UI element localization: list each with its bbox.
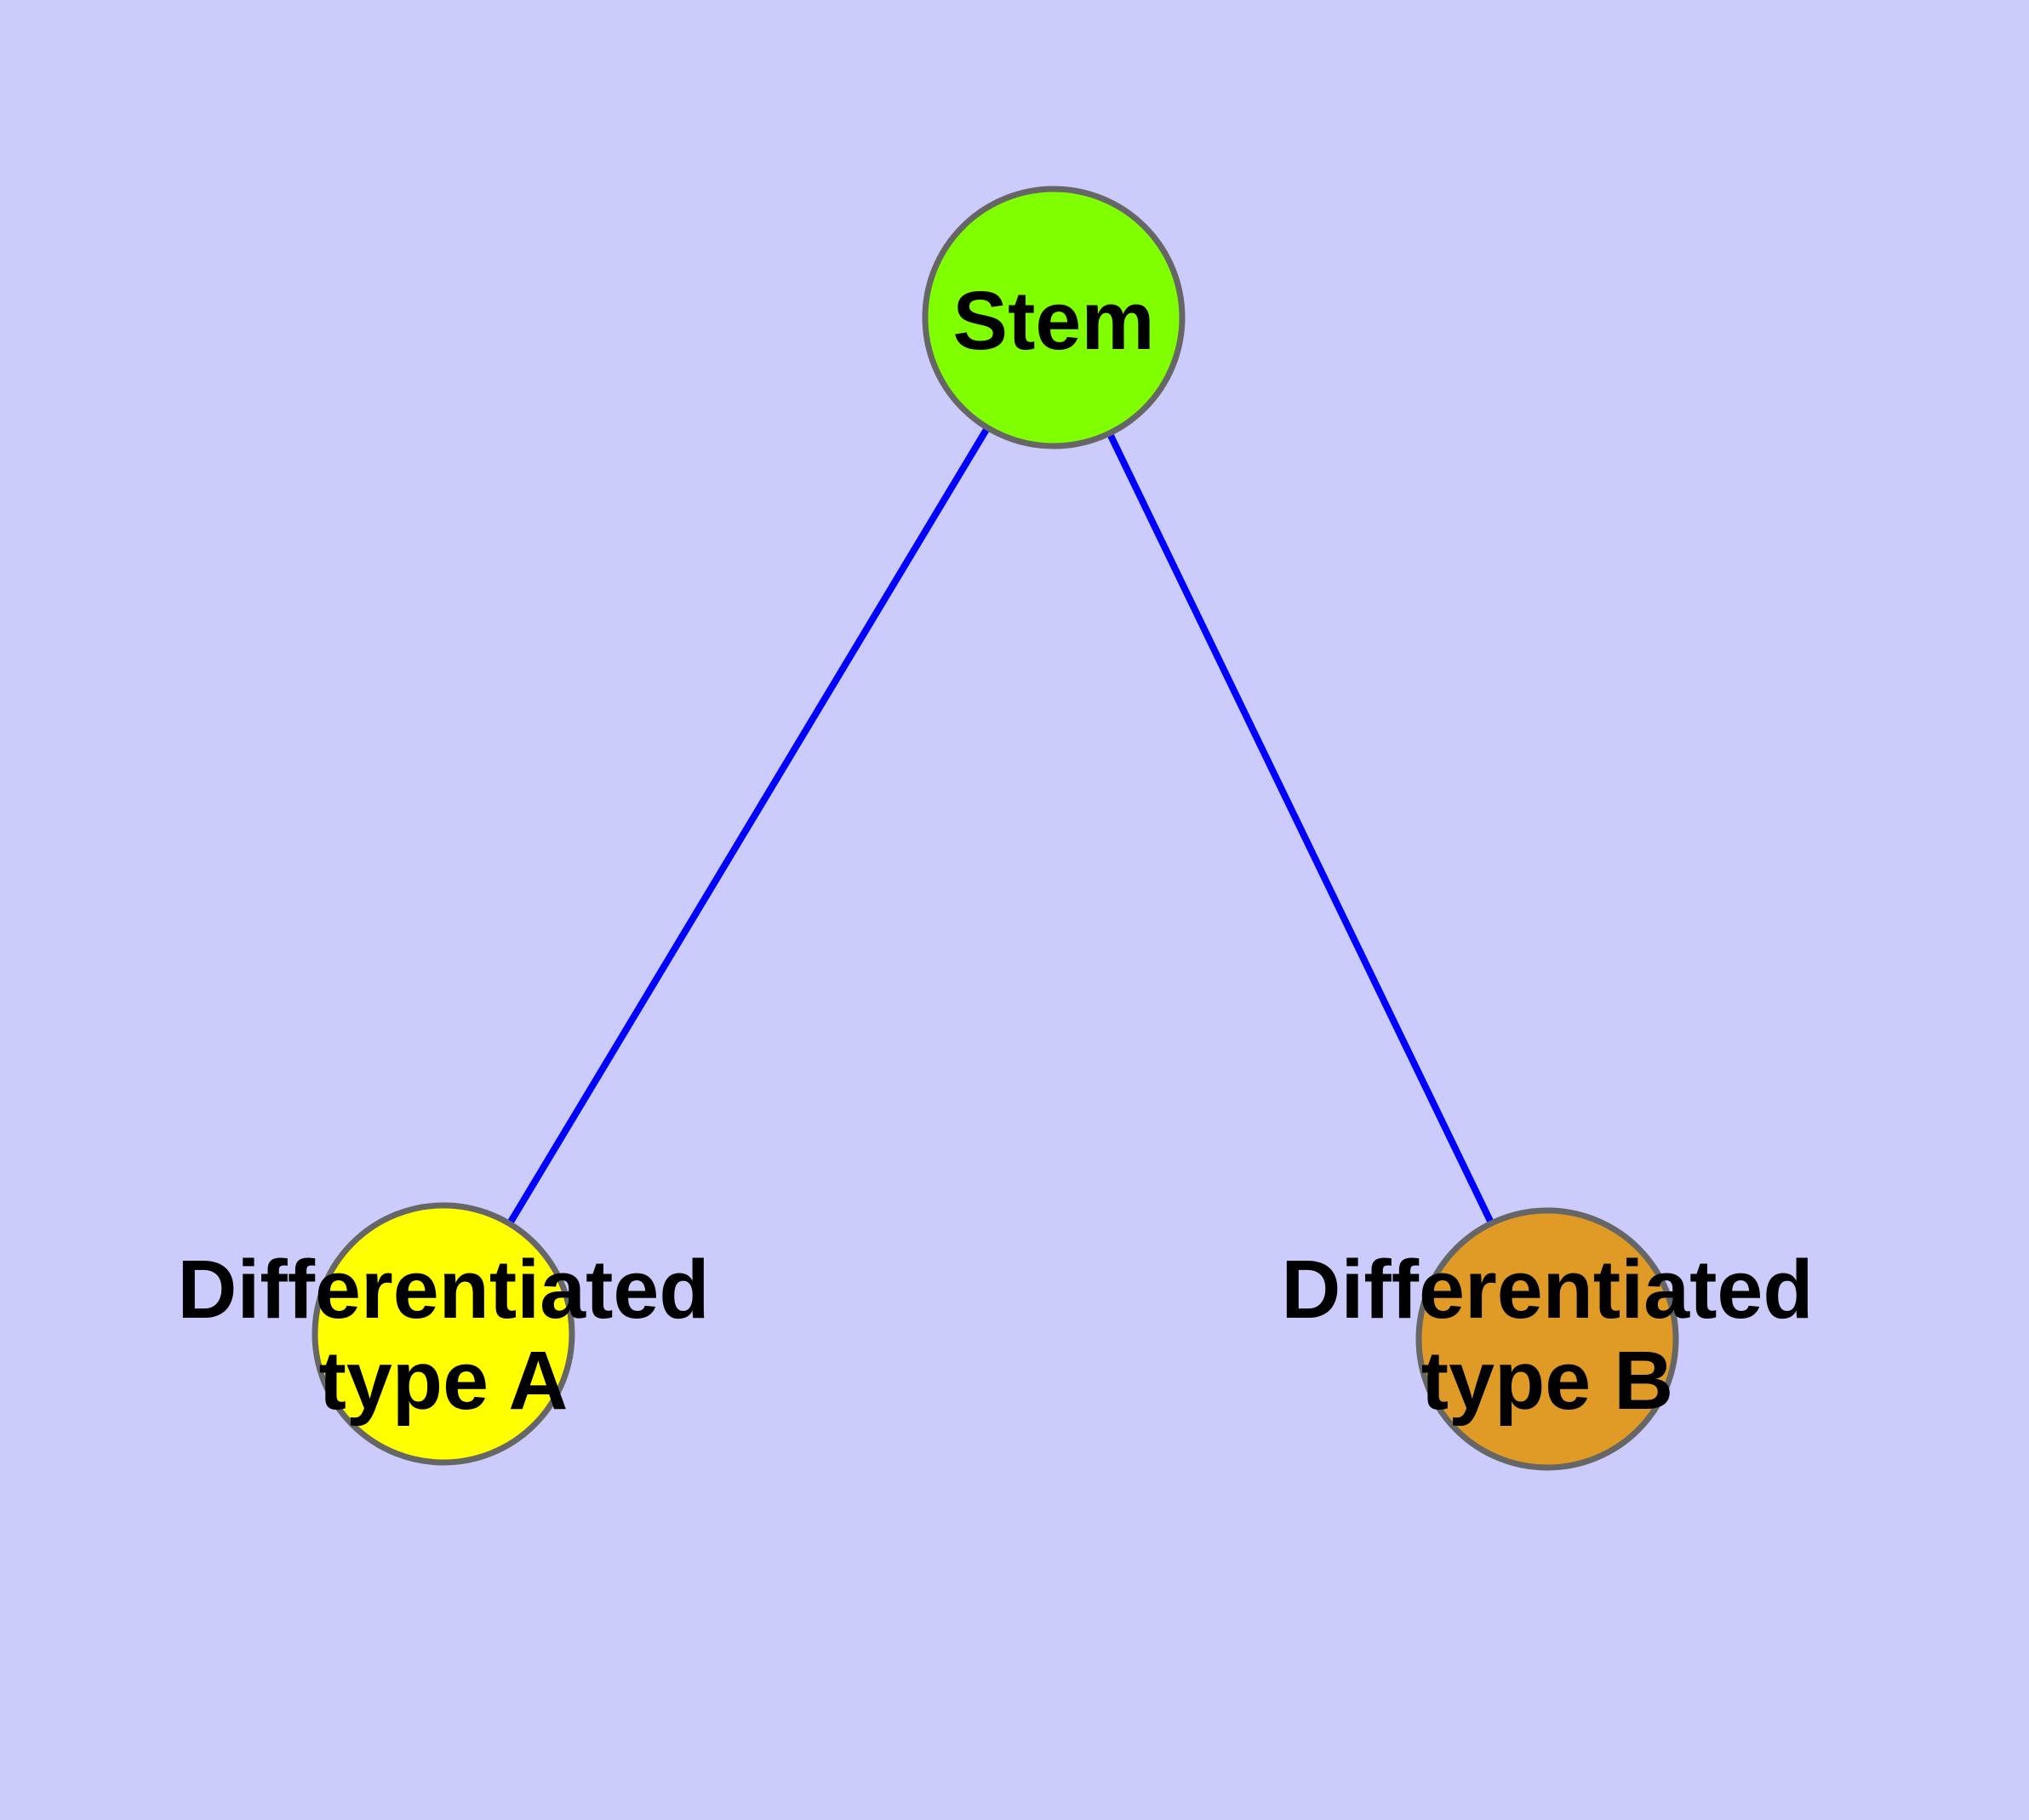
label-line: type A xyxy=(319,1334,569,1427)
label-line: Stem xyxy=(952,274,1154,367)
graph-node-diff-b[interactable] xyxy=(1415,1207,1679,1471)
graph-node-stem[interactable] xyxy=(922,186,1186,449)
graph-edge-stem-to-diff-b[interactable] xyxy=(1106,433,1495,1223)
label-line: type B xyxy=(1421,1334,1673,1427)
edges-layer xyxy=(507,427,1495,1224)
nodes-layer xyxy=(311,186,1679,1471)
graph-node-diff-a[interactable] xyxy=(311,1202,575,1466)
label-line: Differentiated xyxy=(1281,1243,1813,1336)
label-line: Differentiated xyxy=(177,1243,709,1336)
graph-edge-stem-to-diff-a[interactable] xyxy=(507,427,990,1224)
graph-node-label-stem: Stem xyxy=(952,274,1154,367)
